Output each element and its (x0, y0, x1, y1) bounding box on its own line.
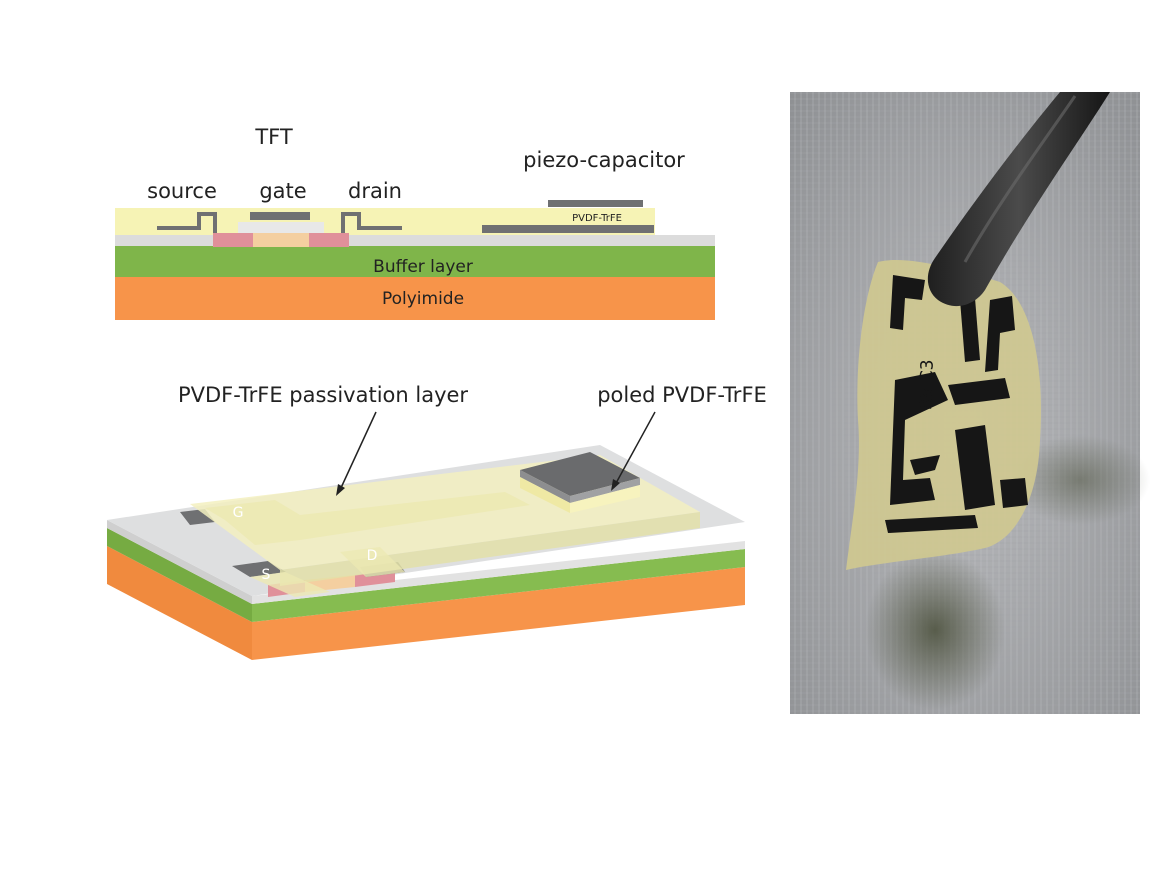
source-label: source (147, 179, 217, 203)
iso-capacitor-pvdf-side (570, 485, 640, 513)
semiconductor-layer (253, 233, 309, 247)
poled-arrow (614, 411, 656, 486)
gate-label: gate (259, 179, 306, 203)
poled-arrowhead (611, 479, 620, 491)
polyimide-label: Polyimide (382, 289, 464, 309)
poled-pvdf-label: poled PVDF-TrFE (597, 383, 767, 407)
drain-label: drain (348, 179, 402, 203)
device-photo: R8 C3 (790, 92, 1150, 714)
iso-drain-strip (340, 547, 405, 577)
device-marking: R8 C3 (916, 359, 938, 410)
tweezers (927, 92, 1110, 307)
gate-electrode (250, 212, 310, 220)
iso-drain-letter: D (367, 548, 378, 564)
pvdf-trfe-label: PVDF-TrFE (572, 213, 622, 224)
iso-base-front (107, 520, 252, 604)
passivation-arrowhead (336, 484, 345, 496)
base-insulator-layer (115, 235, 715, 246)
drain-contact (309, 233, 349, 247)
iso-polyimide-front (107, 546, 252, 660)
tweezers-highlight (963, 95, 1077, 263)
iso-capacitor-metal-side (570, 478, 640, 503)
iso-capacitor-pvdf-front (520, 477, 570, 513)
iso-polyimide-side (252, 567, 745, 660)
iso-source-pad (232, 561, 286, 577)
passivation-label: PVDF-TrFE passivation layer (178, 383, 468, 407)
film-electrode-traces (885, 275, 1028, 533)
capacitor-top-electrode (548, 200, 643, 207)
iso-capacitor-top (520, 452, 640, 496)
tft-title: TFT (254, 125, 293, 149)
iso-capacitor-metal-front (520, 470, 570, 503)
buffer-layer-label: Buffer layer (373, 257, 473, 277)
photo-shadow-main (865, 550, 1005, 710)
drain-electrode (341, 212, 402, 233)
isometric-diagram: G S D PVDF-TrFE passivation layer poled … (107, 383, 767, 660)
iso-source-letter: S (262, 567, 271, 583)
source-contact (213, 233, 253, 247)
source-electrode (157, 212, 217, 233)
photo-shadow-right (1010, 435, 1150, 525)
iso-gate-letter: G (233, 505, 244, 521)
iso-buffer-side (252, 549, 745, 622)
iso-base-side (252, 541, 745, 604)
buffer-layer (115, 246, 715, 277)
passivation-arrow (339, 411, 377, 491)
iso-gate-interconnect (205, 492, 530, 545)
piezo-capacitor-label: piezo-capacitor (523, 148, 685, 172)
iso-source-strip (250, 572, 330, 597)
capacitor-bottom-electrode (482, 225, 654, 233)
polyimide-layer (115, 277, 715, 320)
iso-buffer-front (107, 528, 252, 622)
cross-section-diagram: TFT source gate drain piezo-capacitor PV… (115, 125, 715, 320)
gate-dielectric (238, 222, 324, 233)
